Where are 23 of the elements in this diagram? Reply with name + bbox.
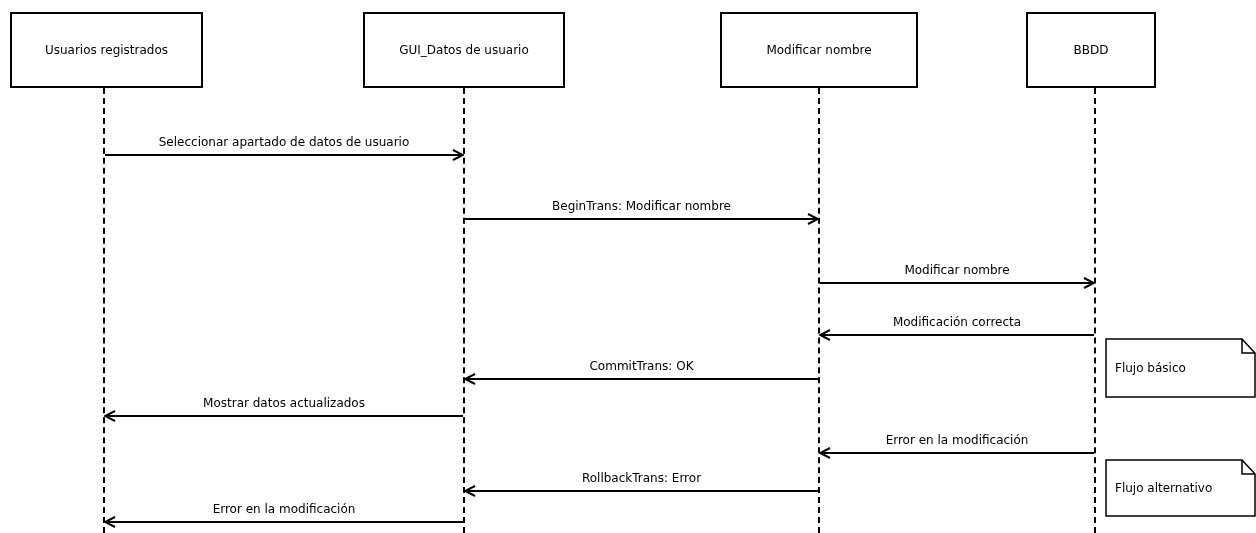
message-arrow (104, 149, 464, 161)
lifeline (1094, 88, 1096, 533)
participant-box: BBDD (1026, 12, 1156, 88)
message-arrow (819, 329, 1095, 341)
note-box (1105, 338, 1256, 398)
participant-box: Usuarios registrados (10, 12, 203, 88)
lifeline (103, 88, 105, 533)
message-arrow (464, 213, 819, 225)
message-arrow (464, 485, 819, 497)
message-arrow (464, 373, 819, 385)
message-label: Seleccionar apartado de datos de usuario (156, 135, 412, 150)
participant-box: GUI_Datos de usuario (363, 12, 565, 88)
note-text: Flujo básico (1115, 360, 1186, 377)
message-label: BeginTrans: Modificar nombre (550, 199, 733, 214)
message-arrow (104, 516, 464, 528)
message-arrow (104, 410, 464, 422)
message-arrow (819, 277, 1095, 289)
lifeline (463, 88, 465, 533)
note-text: Flujo alternativo (1115, 480, 1213, 497)
participant-box: Modificar nombre (720, 12, 918, 88)
message-arrow (819, 447, 1095, 459)
note-box (1105, 459, 1256, 517)
lifeline (818, 88, 820, 533)
